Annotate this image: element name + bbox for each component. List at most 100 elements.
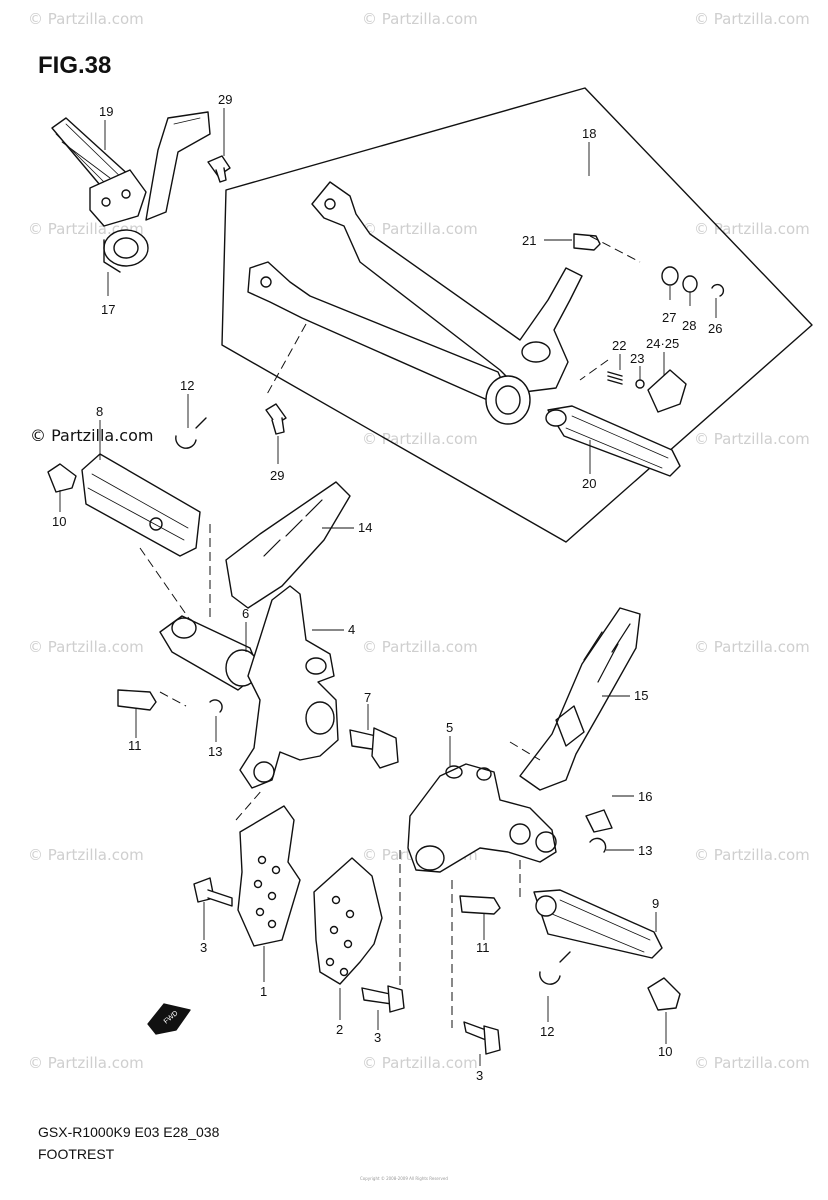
part-21-pin [573,233,601,251]
part-1-heel-plate [237,805,301,947]
part-8-rider-footrest [81,453,201,557]
leader-line [509,741,541,761]
watermark: © Partzilla.com [694,846,810,864]
part-13-clip [589,837,607,853]
part-29-bolt [207,155,231,183]
watermark: © Partzilla.com [362,638,478,656]
brand-mark: © Partzilla.com [30,426,154,445]
part-label-15: 15 [634,688,648,703]
part-label-4: 4 [348,622,355,637]
leader-line [139,547,191,621]
watermark: © Partzilla.com [362,10,478,28]
part-label-10: 10 [658,1044,672,1059]
part-3-bolt [463,1021,501,1055]
part-label-12: 12 [180,378,194,393]
part-label-7: 7 [364,690,371,705]
part-20-passenger-footrest [545,405,681,477]
part-label-11: 11 [476,940,490,955]
watermark: © Partzilla.com [694,220,810,238]
part-6-pivot [159,615,261,691]
part-3-bolt [361,985,405,1013]
part-7-bolt [349,727,399,769]
part-label-24-25: 24·25 [646,336,679,351]
part-label-3: 3 [374,1030,381,1045]
watermark: © Partzilla.com [694,430,810,448]
watermark: © Partzilla.com [694,638,810,656]
part-number-labels: 19 29 17 18 21 27 28 26 22 23 24·25 20 1… [52,92,722,1083]
part-label-28: 28 [682,318,696,333]
part-label-6: 6 [242,606,249,621]
part-label-29: 29 [270,468,284,483]
figure-title: FIG.38 [38,52,112,79]
part-11-pin [117,689,157,711]
part-label-1: 1 [260,984,267,999]
watermark: © Partzilla.com [362,1054,478,1072]
part-29-bolt [265,403,287,435]
diagram-code: GSX-R1000K9 E03 E28_038 [38,1124,220,1140]
leader-line [265,323,307,397]
watermark: © Partzilla.com [362,220,478,238]
part-label-18: 18 [582,126,596,141]
part-label-12: 12 [540,1024,554,1039]
part-3-bolt [193,877,233,907]
part-24-25-plate [647,369,687,413]
part-18-passenger-bracket [247,181,583,425]
part-27-washer [661,266,679,286]
copyright-line: Copyright © 2008-2009 All Rights Reserve… [360,1176,448,1181]
part-label-3: 3 [476,1068,483,1083]
watermark: © Partzilla.com [694,1054,810,1072]
diagram-name: FOOTREST [38,1146,115,1162]
leader-line [235,789,263,821]
part-label-11: 11 [128,738,142,753]
part-11-pin [459,895,501,915]
part-13-clip [209,699,223,713]
part-28-washer [682,275,698,293]
leader-line [589,235,641,263]
part-10-rubber [647,977,681,1011]
watermark: © Partzilla.com [28,1054,144,1072]
part-label-21: 21 [522,233,536,248]
part-label-13: 13 [208,744,222,759]
part-10-rubber [47,463,77,493]
watermark: © Partzilla.com [28,846,144,864]
part-label-2: 2 [336,1022,343,1037]
part-17-rider-footrest [51,111,211,273]
part-26-clip [711,283,725,297]
part-15-heel-guard [519,607,641,791]
part-14-heel-guard [225,481,351,609]
part-label-10: 10 [52,514,66,529]
part-label-22: 22 [612,338,626,353]
watermark: © Partzilla.com [694,10,810,28]
part-label-14: 14 [358,520,372,535]
part-label-26: 26 [708,321,722,336]
part-label-27: 27 [662,310,676,325]
part-9-rider-footrest [533,889,663,959]
part-label-9: 9 [652,896,659,911]
leader-line [159,691,187,707]
assembly-18-outline [221,87,813,543]
leader-line [579,359,609,381]
part-label-23: 23 [630,351,644,366]
part-label-3: 3 [200,940,207,955]
watermark: © Partzilla.com [28,638,144,656]
part-label-20: 20 [582,476,596,491]
watermark: © Partzilla.com [362,430,478,448]
part-12-spring [539,951,571,985]
fwd-arrow-icon [147,1003,191,1035]
part-label-8: 8 [96,404,103,419]
part-12-spring [175,417,207,449]
part-label-29: 29 [218,92,232,107]
part-22-spring [607,371,623,385]
part-label-13: 13 [638,843,652,858]
part-4-bracket [239,585,339,789]
part-label-19: 19 [99,104,113,119]
part-label-17: 17 [101,302,115,317]
part-5-bracket [407,763,557,873]
part-label-5: 5 [446,720,453,735]
part-2-heel-plate [313,857,383,985]
part-16-bolt [585,809,613,833]
watermark: © Partzilla.com [28,10,144,28]
part-label-16: 16 [638,789,652,804]
part-23-ball [635,379,645,389]
